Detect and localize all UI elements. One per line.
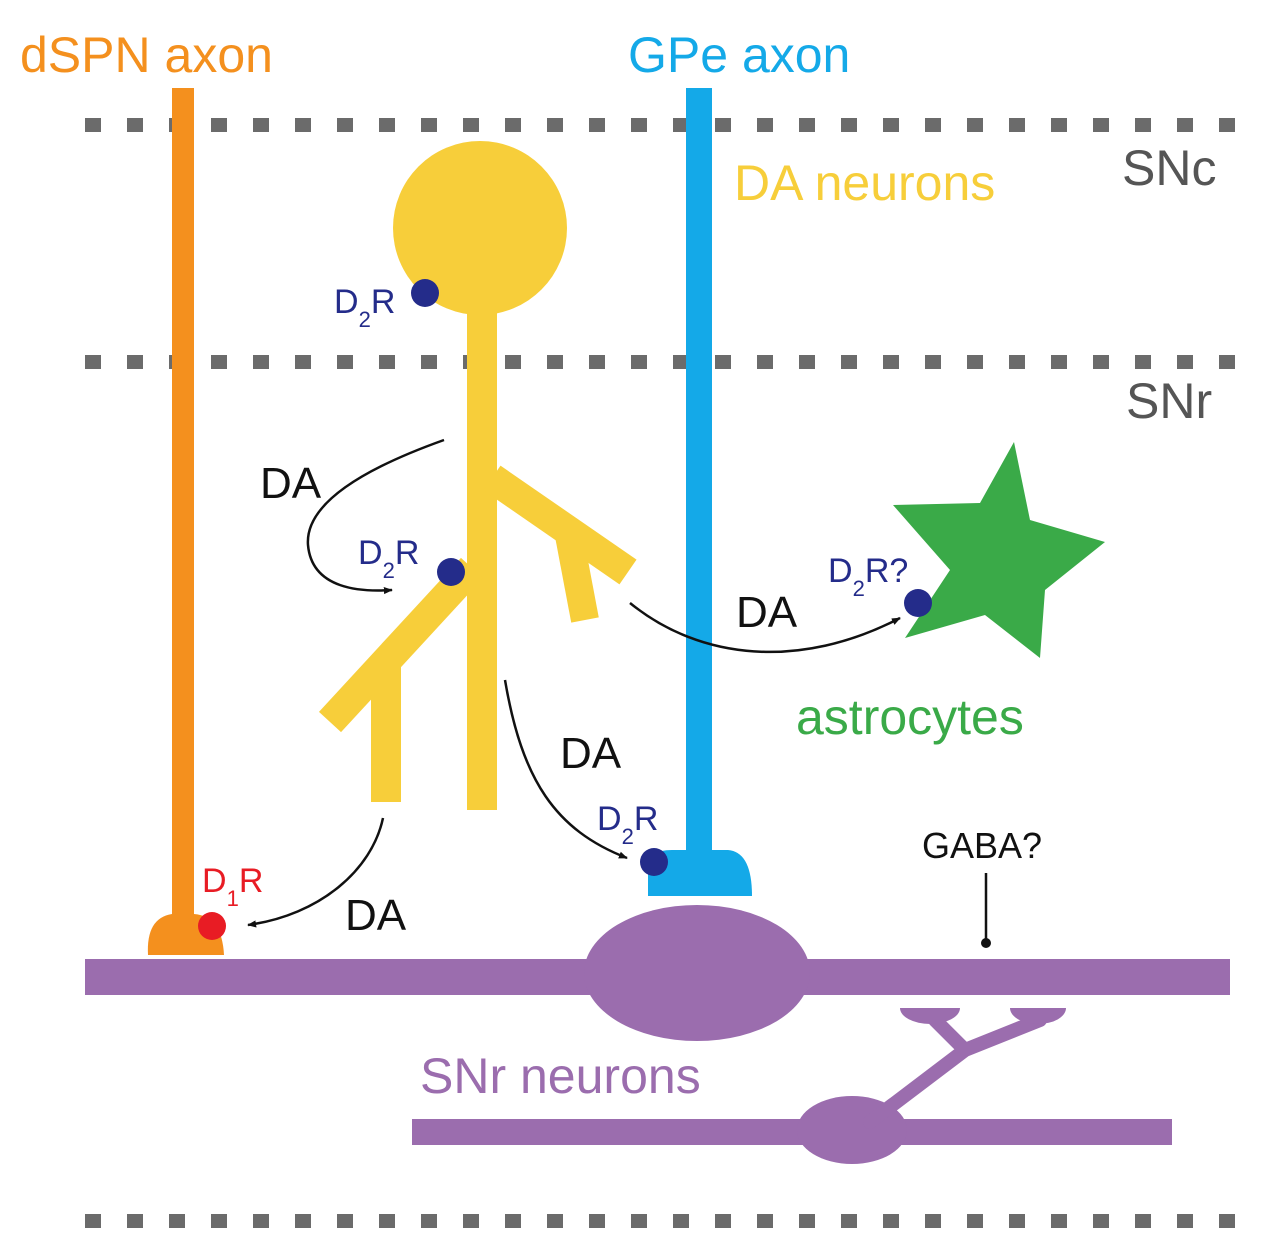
snc-label: SNc xyxy=(1122,140,1216,196)
snr-terminal-2 xyxy=(1010,1008,1066,1024)
da-label-dspn: DA xyxy=(345,891,407,940)
d2-label-soma: D2R xyxy=(334,283,395,332)
d2-label-astro: D2R? xyxy=(828,552,908,601)
da-label-dendrite: DA xyxy=(260,459,322,508)
snr-neuron-2-dendrite xyxy=(412,1119,1172,1145)
da-neuron xyxy=(318,141,637,810)
arrow-da-dspn xyxy=(247,817,385,928)
da-neuron-branch-left xyxy=(318,557,484,733)
d1-receptor-dspn-dot xyxy=(198,912,226,940)
da-neuron-branch-right xyxy=(483,465,637,585)
d2-receptor-gpe-dot xyxy=(640,848,668,876)
gaba-pointer-dot-icon xyxy=(981,938,991,948)
snr-terminal-1 xyxy=(900,1008,960,1024)
da-label-gpe: DA xyxy=(560,729,622,778)
da-neuron-branch-right-fork xyxy=(554,527,599,623)
da-label-astro: DA xyxy=(736,588,798,637)
dspn-axon-shaft xyxy=(172,88,194,920)
gpe-axon xyxy=(648,88,752,896)
d1-label-dspn: D1R xyxy=(202,862,263,911)
dspn-axon xyxy=(147,88,224,955)
astrocytes-label: astrocytes xyxy=(796,689,1024,745)
dspn-axon-label: dSPN axon xyxy=(20,27,273,83)
da-neuron-soma xyxy=(393,141,567,315)
d2-receptor-soma-dot xyxy=(411,279,439,307)
gaba-label: GABA? xyxy=(922,825,1042,866)
astrocyte-star-icon xyxy=(893,442,1105,658)
snr-neurons xyxy=(85,905,1230,1164)
gpe-axon-shaft xyxy=(686,88,712,858)
da-neurons-label: DA neurons xyxy=(734,155,995,211)
snr-neuron-1-soma xyxy=(584,905,810,1041)
d2-receptor-astro-dot xyxy=(904,589,932,617)
snr-neuron-2-axon xyxy=(863,1013,1047,1129)
snr-neurons-label: SNr neurons xyxy=(420,1048,701,1104)
arrow-da-astro xyxy=(629,602,901,654)
gpe-axon-terminal xyxy=(648,850,752,896)
arrow-da-gpe xyxy=(503,679,628,860)
snr-region-label: SNr xyxy=(1126,373,1212,429)
d2-receptor-dendrite-dot xyxy=(437,558,465,586)
d2-label-dendrite: D2R xyxy=(358,534,419,583)
arrow-da-dendrite xyxy=(306,438,445,595)
gpe-axon-label: GPe axon xyxy=(628,27,850,83)
d2-label-gpe: D2R xyxy=(597,800,658,849)
